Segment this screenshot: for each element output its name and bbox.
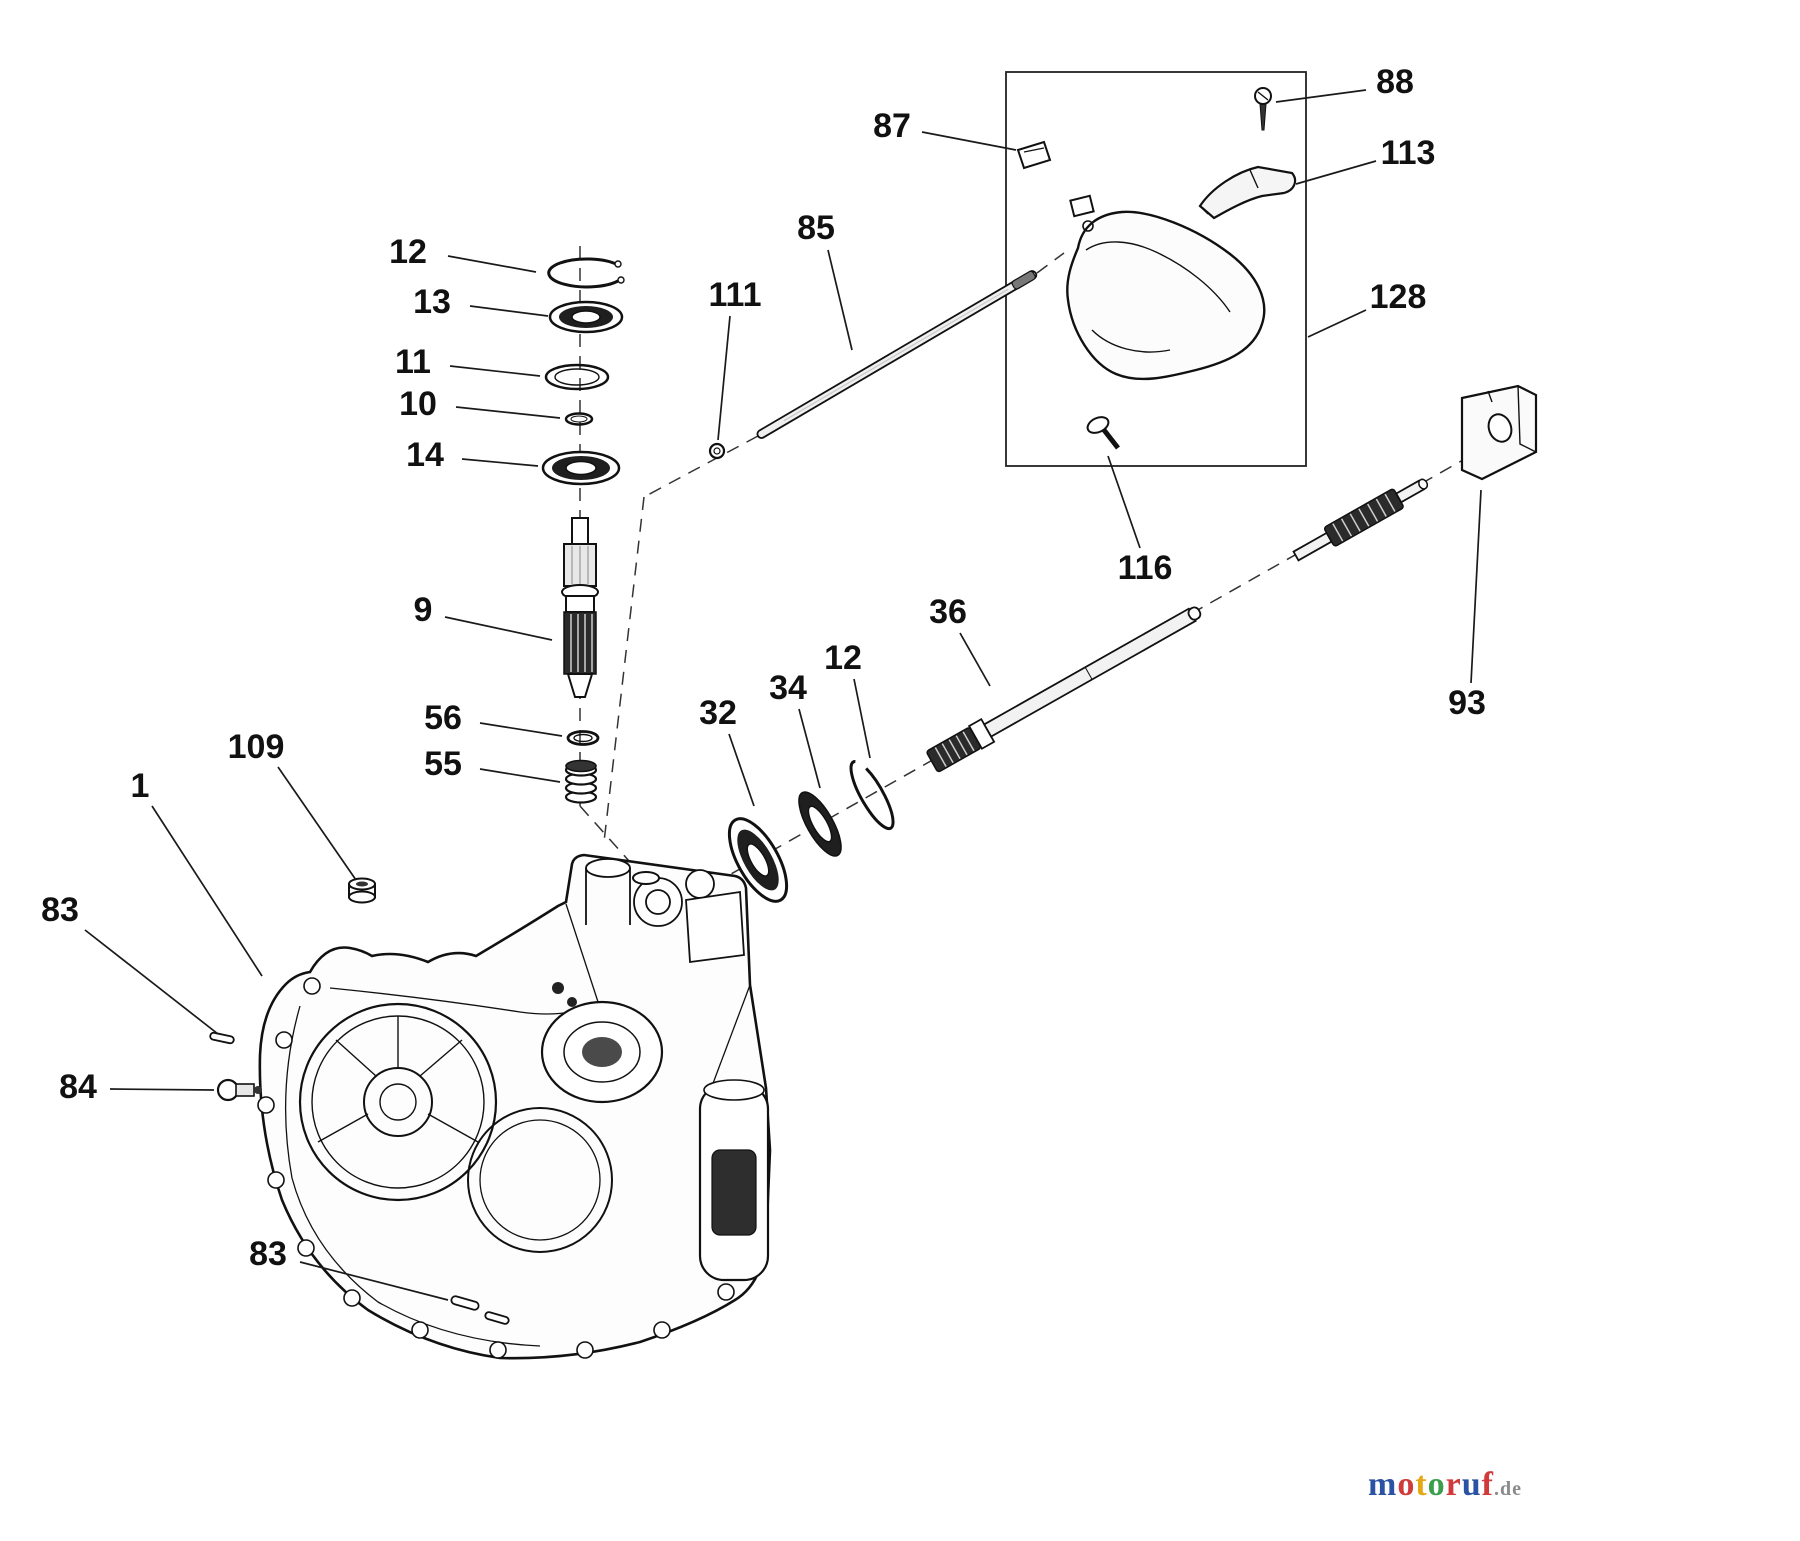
part-label-10: 10 (399, 385, 437, 423)
part-111-nut (708, 442, 726, 460)
part-label-55: 55 (424, 745, 462, 783)
control-cover-assembly (1066, 194, 1266, 381)
part-34-seal (798, 791, 842, 857)
housing-lower-circle (467, 1107, 613, 1253)
watermark-letter: r (1445, 1466, 1462, 1503)
part-label-128: 128 (1370, 278, 1427, 316)
leader-line-34-22 (798, 708, 821, 789)
leader-line-128-18 (1307, 309, 1367, 338)
leader-line-10-3 (455, 406, 561, 419)
leader-line-84-11 (109, 1088, 215, 1091)
part-93-bracket (1460, 384, 1538, 481)
leader-line-14-4 (461, 458, 539, 467)
part-label-84: 84 (59, 1068, 97, 1106)
leader-line-87-13 (921, 131, 1017, 151)
watermark-letter: t (1415, 1466, 1428, 1503)
housing-axle-boss (698, 1079, 770, 1282)
leader-line-85-16 (827, 249, 853, 351)
leader-line-83-10 (84, 929, 219, 1035)
part-1-transaxle-housing (257, 853, 772, 1360)
part-10-ring (564, 412, 594, 426)
part-label-13: 13 (413, 283, 451, 321)
leader-line-83-12 (299, 1261, 449, 1301)
part-label-109: 109 (228, 728, 285, 766)
part-83-pins-lower (450, 1295, 510, 1325)
part-label-11: 11 (395, 343, 431, 381)
leader-line-113-15 (1295, 160, 1377, 185)
part-label-87: 87 (873, 107, 911, 145)
leader-line-55-7 (479, 768, 561, 783)
part-label-56: 56 (424, 699, 462, 737)
part-label-1: 1 (131, 767, 150, 805)
part-113-fork (1198, 165, 1297, 220)
part-87-plate (1016, 140, 1052, 170)
labels-layer: 12 13 11 10 14 9 56 55 109 1 83 84 83 87 88 113 85 111 128… (41, 63, 1486, 1301)
leader-line-32-23 (728, 733, 755, 807)
part-label-111: 111 (709, 276, 762, 314)
cover-shell (1066, 210, 1266, 381)
part-36-axle-shaft (926, 606, 1202, 773)
leader-line-56-6 (479, 722, 563, 737)
leader-line-12-0 (447, 255, 537, 273)
watermark-letter: f (1481, 1466, 1494, 1503)
part-label-12: 12 (824, 639, 862, 677)
leader-line-88-14 (1275, 89, 1367, 103)
part-label-32: 32 (699, 694, 737, 732)
input-stack (541, 257, 625, 486)
centerlines (579, 246, 1517, 918)
leader-line-111-17 (717, 315, 731, 441)
part-32-bearing (727, 817, 789, 903)
part-label-116: 116 (1118, 549, 1173, 587)
leader-line-36-20 (959, 632, 991, 687)
part-label-36: 36 (929, 593, 967, 631)
leader-line-116-19 (1107, 455, 1141, 549)
watermark-logo[interactable]: motoruf.de (1368, 1466, 1522, 1504)
part-label-85: 85 (797, 209, 835, 247)
part-label-83: 83 (249, 1235, 287, 1273)
leader-line-109-8 (277, 766, 357, 881)
part-12b-snap-ring (849, 760, 895, 830)
watermark-suffix: .de (1494, 1478, 1522, 1500)
part-88-screw (1254, 87, 1272, 131)
leader-line-9-5 (444, 616, 553, 641)
part-55-spring (564, 759, 598, 804)
part-label-88: 88 (1376, 63, 1414, 101)
leader-line-1-9 (151, 805, 263, 977)
watermark-letter: m (1368, 1466, 1398, 1503)
housing-flange-circle (298, 1002, 498, 1202)
part-label-9: 9 (414, 591, 433, 629)
part-116-bolt (1086, 416, 1120, 450)
part-label-83: 83 (41, 891, 79, 929)
watermark-letter: u (1461, 1466, 1482, 1503)
part-12-snap-ring (547, 257, 622, 289)
housing-outline (258, 853, 772, 1360)
part-9-pump-shaft (561, 517, 599, 698)
part-56-ring (566, 730, 600, 746)
leader-line-11-2 (449, 365, 541, 377)
part-11-washer (544, 363, 610, 391)
part-85-rod (756, 270, 1038, 439)
rear-splined-shaft (1292, 478, 1429, 562)
part-109-plug (348, 877, 376, 904)
part-label-34: 34 (769, 669, 807, 707)
watermark-letter: o (1427, 1466, 1446, 1503)
cover-tab (1069, 194, 1095, 218)
leader-line-12-21 (853, 678, 871, 759)
part-label-93: 93 (1448, 684, 1486, 722)
part-128-frame (1005, 71, 1307, 467)
part-84-fitting (216, 1078, 262, 1102)
leader-line-93-24 (1470, 489, 1482, 684)
housing-neck (552, 858, 745, 1007)
leader-line-13-1 (469, 305, 549, 317)
part-label-12: 12 (389, 233, 427, 271)
part-label-113: 113 (1381, 134, 1436, 172)
part-83-pin-upper (209, 1031, 235, 1045)
watermark-letter: o (1397, 1466, 1416, 1503)
part-label-14: 14 (406, 436, 444, 474)
